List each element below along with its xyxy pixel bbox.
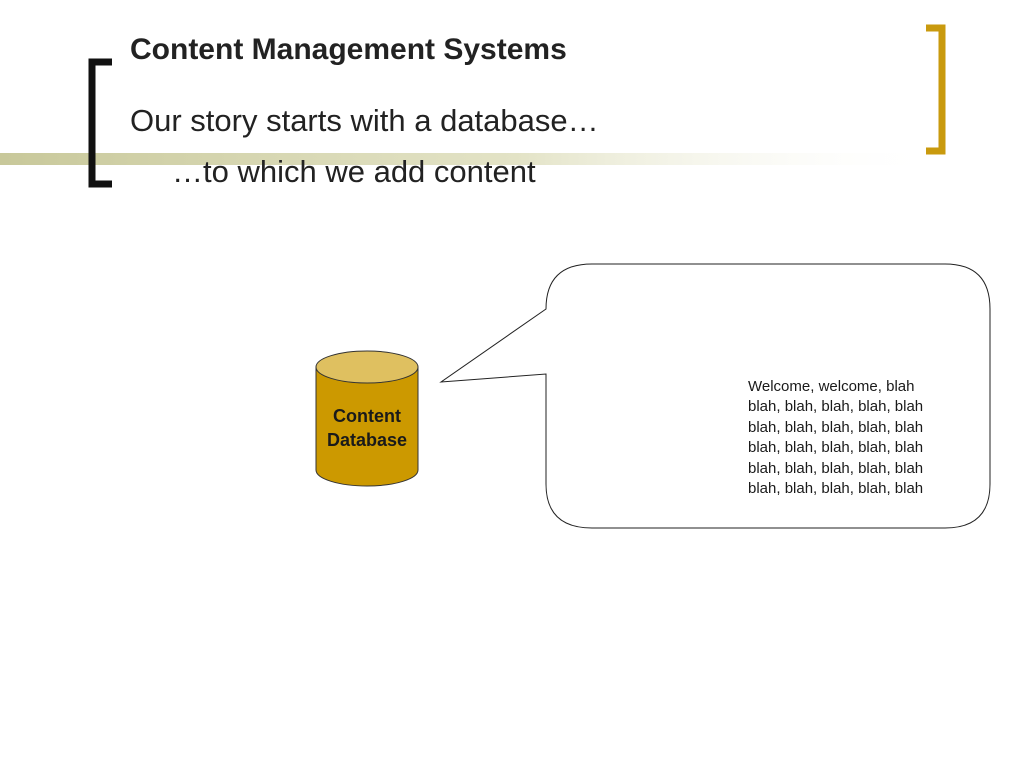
bullet-main: Our story starts with a database… (130, 103, 599, 138)
database-label: Content Database (326, 406, 408, 450)
bullet-sub: …to which we add content (172, 154, 536, 189)
right-bracket-icon (926, 24, 946, 155)
header-stripe (0, 153, 940, 165)
slide-title: Content Management Systems (130, 33, 567, 66)
left-bracket-icon (88, 58, 112, 188)
speech-bubble (439, 263, 991, 529)
speech-bubble-text: Welcome, welcome, blah blah, blah, blah,… (748, 378, 924, 498)
database-cylinder-icon (315, 350, 419, 487)
